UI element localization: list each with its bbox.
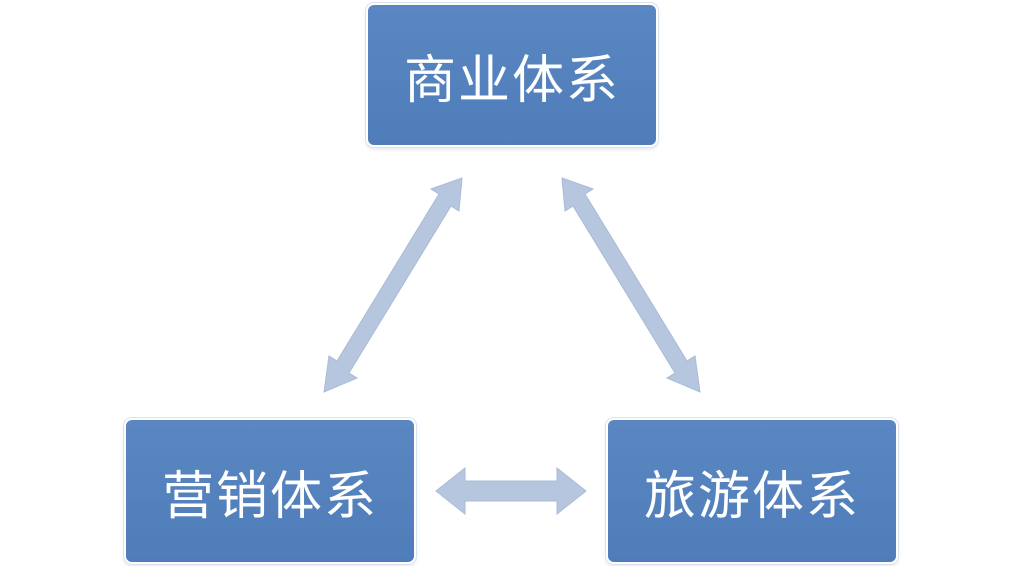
node-tourism-system-label: 旅游体系 <box>643 466 860 527</box>
node-business-system: 商业体系 <box>366 3 658 147</box>
node-business-system-label: 商业体系 <box>403 50 620 111</box>
node-marketing-system-label: 营销体系 <box>161 466 378 527</box>
arrow-left-right <box>435 466 587 516</box>
node-marketing-system: 营销体系 <box>124 418 416 564</box>
arrow-top-left <box>323 177 463 393</box>
arrow-top-right <box>561 177 701 393</box>
node-tourism-system: 旅游体系 <box>606 418 898 564</box>
